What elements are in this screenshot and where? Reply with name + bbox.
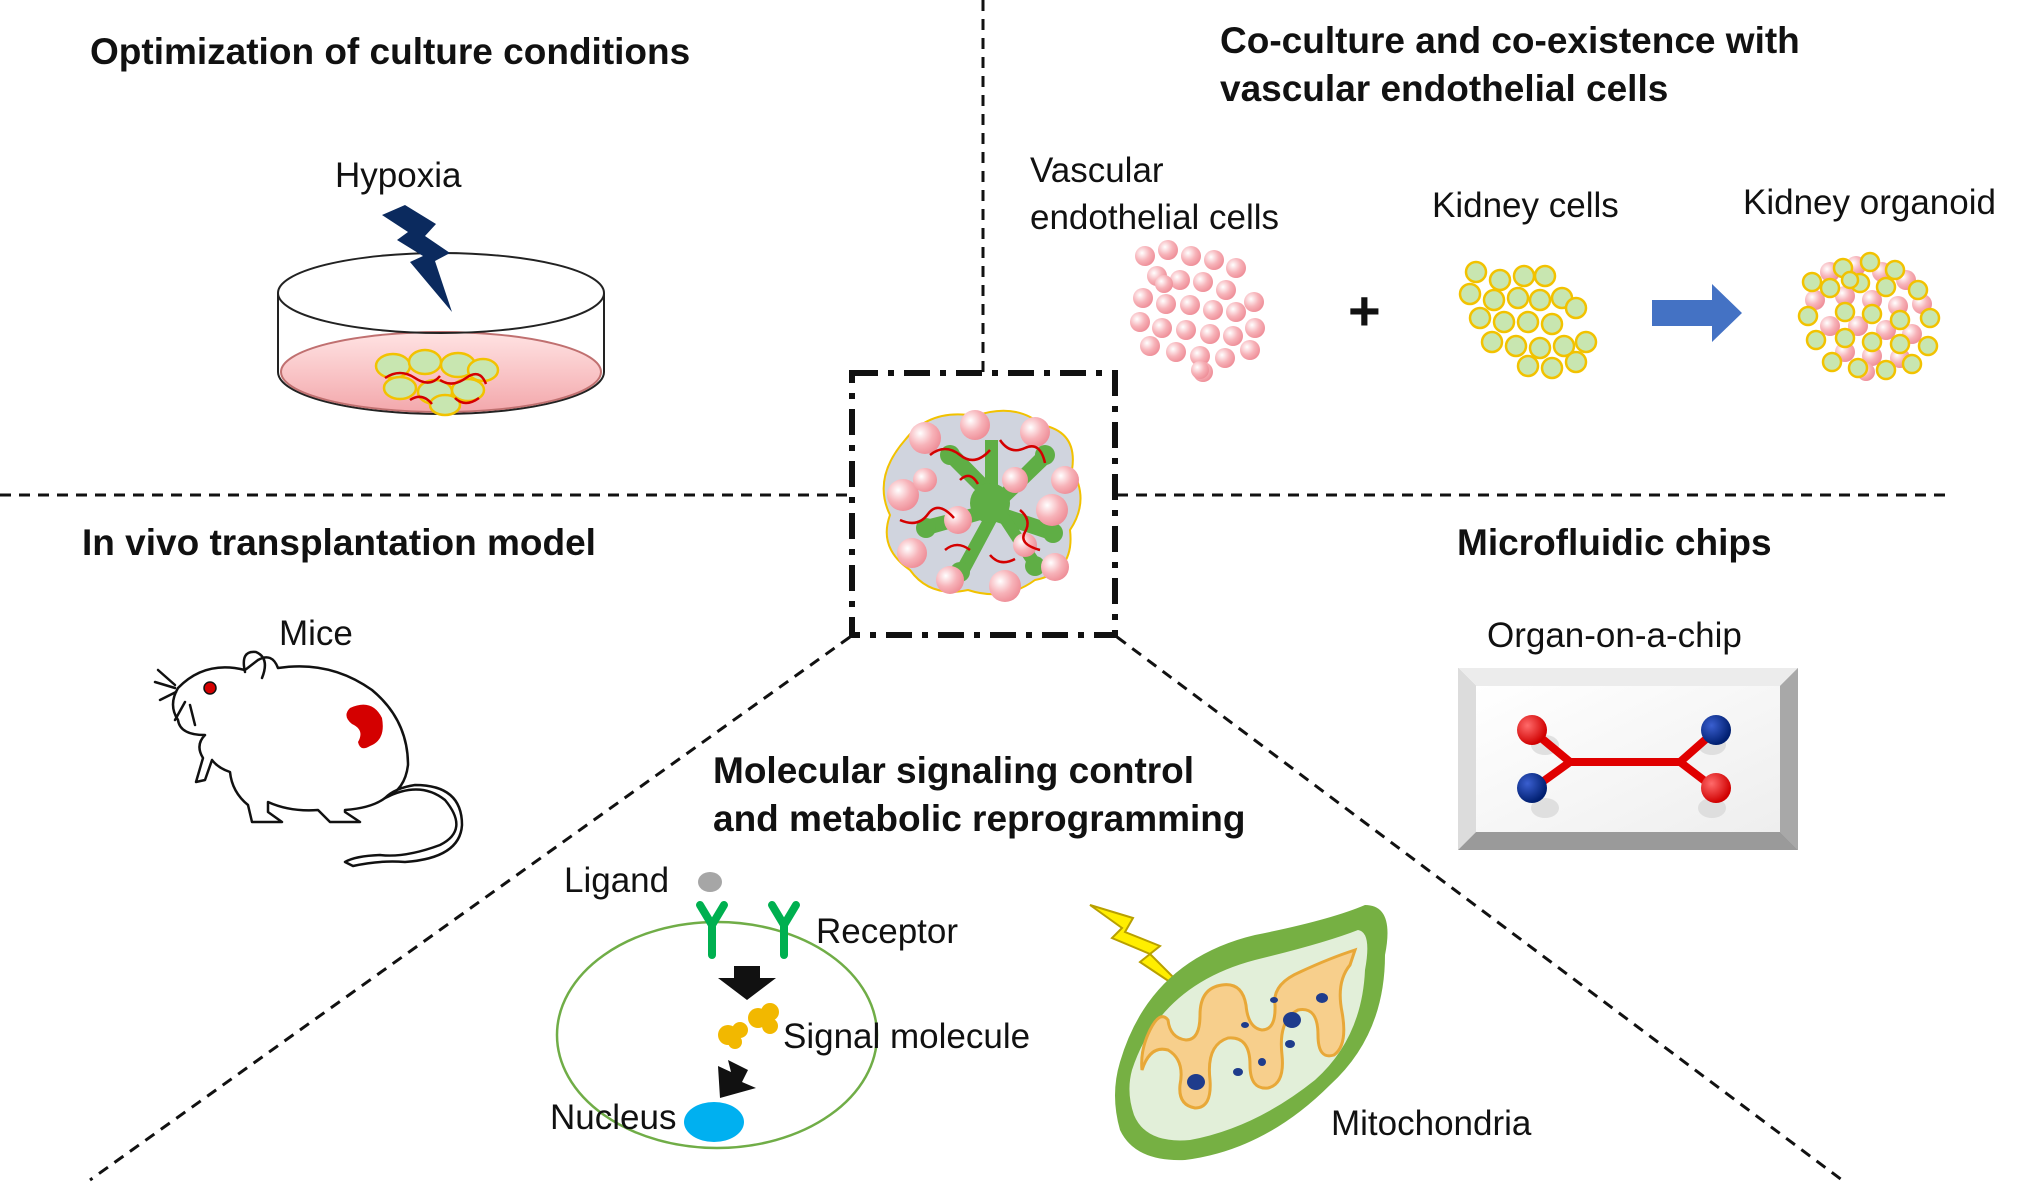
mouse-ear	[242, 650, 267, 680]
mouse-eye	[203, 681, 217, 695]
receptor-icon-right	[768, 901, 800, 959]
mouse-tail	[343, 783, 464, 868]
transplant-title: In vivo transplantation model	[82, 522, 596, 563]
divider-diagonal-left	[89, 635, 851, 1182]
receptor-label: Receptor	[816, 912, 958, 951]
chip-outlet-red-bottom	[1701, 773, 1731, 803]
dish-vessels	[384, 371, 488, 405]
section-microfluidic: Microfluidic chips Organ-on-a-chip	[1457, 522, 1798, 850]
vascular-label-line1: Vascular	[1030, 151, 1164, 190]
organoid-vessels	[899, 439, 1047, 564]
hypoxia-label: Hypoxia	[335, 156, 462, 195]
kidney-cells-label: Kidney cells	[1432, 186, 1619, 225]
section-dividers	[0, 0, 1950, 1182]
signal-arrow-diagonal	[718, 1060, 756, 1098]
signaling-title-line2: and metabolic reprogramming	[713, 798, 1246, 839]
central-organoid	[849, 370, 1118, 638]
endothelial-cell-cluster	[1130, 240, 1265, 382]
kidney-organoid-icon	[1797, 251, 1941, 381]
nucleus-label: Nucleus	[550, 1098, 676, 1137]
mitochondria-icon	[1115, 905, 1388, 1161]
mouse-icon	[153, 650, 464, 868]
transplant-site	[346, 704, 383, 749]
petri-dish-icon	[277, 252, 605, 417]
signaling-title-line1: Molecular signaling control	[713, 750, 1194, 791]
chip-outlet-blue-top	[1701, 715, 1731, 745]
arrow-icon	[1652, 284, 1742, 342]
coculture-title-line1: Co-culture and co-existence with	[1220, 20, 1800, 61]
organoid-spheres	[887, 410, 1079, 602]
section-transplant: In vivo transplantation model Mice	[82, 522, 596, 868]
signal-molecule-icon	[718, 1003, 779, 1049]
ligand-icon	[698, 872, 722, 892]
dish-cells	[374, 348, 500, 417]
nucleus-icon	[684, 1102, 744, 1142]
kidney-cell-cluster	[1458, 260, 1598, 380]
ligand-label: Ligand	[564, 861, 669, 900]
receptor-icon-left	[696, 901, 728, 959]
chip-icon	[1458, 668, 1798, 850]
coculture-title-line2: vascular endothelial cells	[1220, 68, 1668, 109]
mitochondria-label: Mitochondria	[1331, 1104, 1532, 1143]
signal-arrow-down	[718, 966, 776, 1000]
mice-label: Mice	[279, 614, 353, 653]
chip-label: Organ-on-a-chip	[1487, 616, 1742, 655]
section-culture: Optimization of culture conditions Hypox…	[90, 31, 690, 417]
kidney-organoid-label: Kidney organoid	[1743, 183, 1996, 222]
mouse-body	[171, 656, 410, 824]
vascular-label-line2: endothelial cells	[1030, 198, 1279, 237]
microfluidic-title: Microfluidic chips	[1457, 522, 1772, 563]
chip-inlet-blue-bottom	[1517, 773, 1547, 803]
section-signaling: Molecular signaling control and metaboli…	[550, 750, 1532, 1161]
signal-molecule-label: Signal molecule	[783, 1017, 1030, 1056]
section-coculture: Co-culture and co-existence with vascula…	[1030, 20, 1996, 382]
plus-symbol: +	[1348, 279, 1381, 342]
lightning-bolt-icon	[382, 205, 452, 312]
culture-title: Optimization of culture conditions	[90, 31, 690, 72]
chip-inlet-red-top	[1517, 715, 1547, 745]
